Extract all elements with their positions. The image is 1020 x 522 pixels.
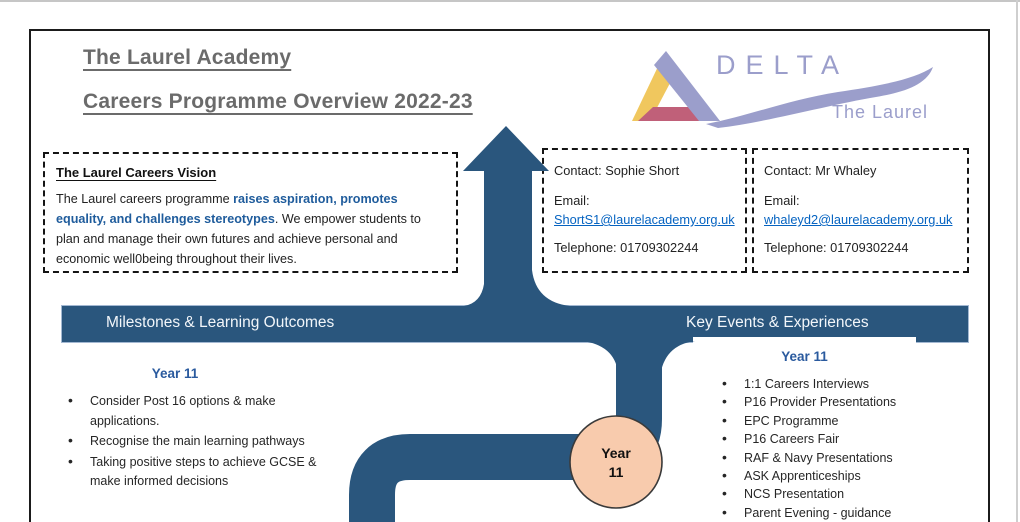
right-year-heading-box <box>693 337 916 378</box>
list-item: RAF & Navy Presentations <box>718 448 980 467</box>
vision-body: The Laurel careers programme raises aspi… <box>56 189 445 269</box>
contact-name: Contact: Sophie Short <box>554 163 680 178</box>
list-item: ASK Apprenticeships <box>718 466 980 485</box>
banner-milestones-label: Milestones & Learning Outcomes <box>106 314 335 331</box>
year-marker-line2: 11 <box>608 463 624 480</box>
page-title-line2: Careers Programme Overview 2022-23 <box>83 90 473 113</box>
logo-triangle-lavender-side <box>654 51 720 121</box>
vision-body-prefix: The Laurel careers programme <box>56 192 234 206</box>
logo-wordmark: DELTA <box>716 50 850 80</box>
key-events-year-heading: Year 11 <box>781 349 828 364</box>
phone-line: Telephone: 01709302244 <box>554 240 699 255</box>
contact-card-sophie-short: Contact: Sophie Short Email: ShortS1@lau… <box>542 148 747 273</box>
list-item: Recognise the main learning pathways <box>64 431 319 452</box>
list-item: Consider Post 16 options & make applicat… <box>64 391 319 431</box>
email-label: Email: <box>554 193 590 208</box>
email-link[interactable]: whaleyd2@laurelacademy.org.uk <box>764 212 953 227</box>
milestones-list: Consider Post 16 options & make applicat… <box>64 391 319 493</box>
list-item: P16 Careers Fair <box>718 429 980 448</box>
vision-heading: The Laurel Careers Vision <box>56 165 217 180</box>
milestones-year-heading: Year 11 <box>151 366 199 381</box>
logo-swoosh-icon <box>706 67 933 128</box>
phone-line: Telephone: 01709302244 <box>764 240 909 255</box>
vision-body-suffix: . We empower students to plan and manage… <box>56 212 421 266</box>
delta-triangle-icon <box>632 51 933 128</box>
logo-triangle-pink-side <box>638 107 702 121</box>
list-item: Parent Evening - guidance <box>718 503 980 522</box>
list-item: P16 Provider Presentations <box>718 392 980 411</box>
page-title-line1: The Laurel Academy <box>83 46 292 69</box>
list-item: Taking positive steps to achieve GCSE & … <box>64 452 319 492</box>
screen-right-edge <box>1016 0 1018 522</box>
email-label: Email: <box>764 193 800 208</box>
list-item: NCS Presentation <box>718 484 980 503</box>
banner-key-events-label: Key Events & Experiences <box>686 314 869 331</box>
email-link[interactable]: ShortS1@laurelacademy.org.uk <box>554 212 735 227</box>
delta-laurel-logo: DELTA The Laurel <box>628 44 973 140</box>
list-item: 1:1 Careers Interviews <box>718 374 980 393</box>
vision-body-bold: raises aspiration, promotes equality, an… <box>56 192 398 226</box>
contact-card-mr-whaley: Contact: Mr Whaley Email: whaleyd2@laure… <box>752 148 969 273</box>
key-events-list: 1:1 Careers Interviews P16 Provider Pres… <box>718 374 980 522</box>
year-11-marker: Year 11 <box>570 416 662 508</box>
list-item: EPC Programme <box>718 411 980 430</box>
contact-name: Contact: Mr Whaley <box>764 163 877 178</box>
page-border <box>29 29 990 522</box>
logo-subbrand: The Laurel <box>832 102 929 122</box>
screen-top-edge <box>0 0 1020 2</box>
careers-vision-box: The Laurel Careers Vision The Laurel car… <box>43 152 458 273</box>
year-marker-line1: Year <box>601 444 631 461</box>
